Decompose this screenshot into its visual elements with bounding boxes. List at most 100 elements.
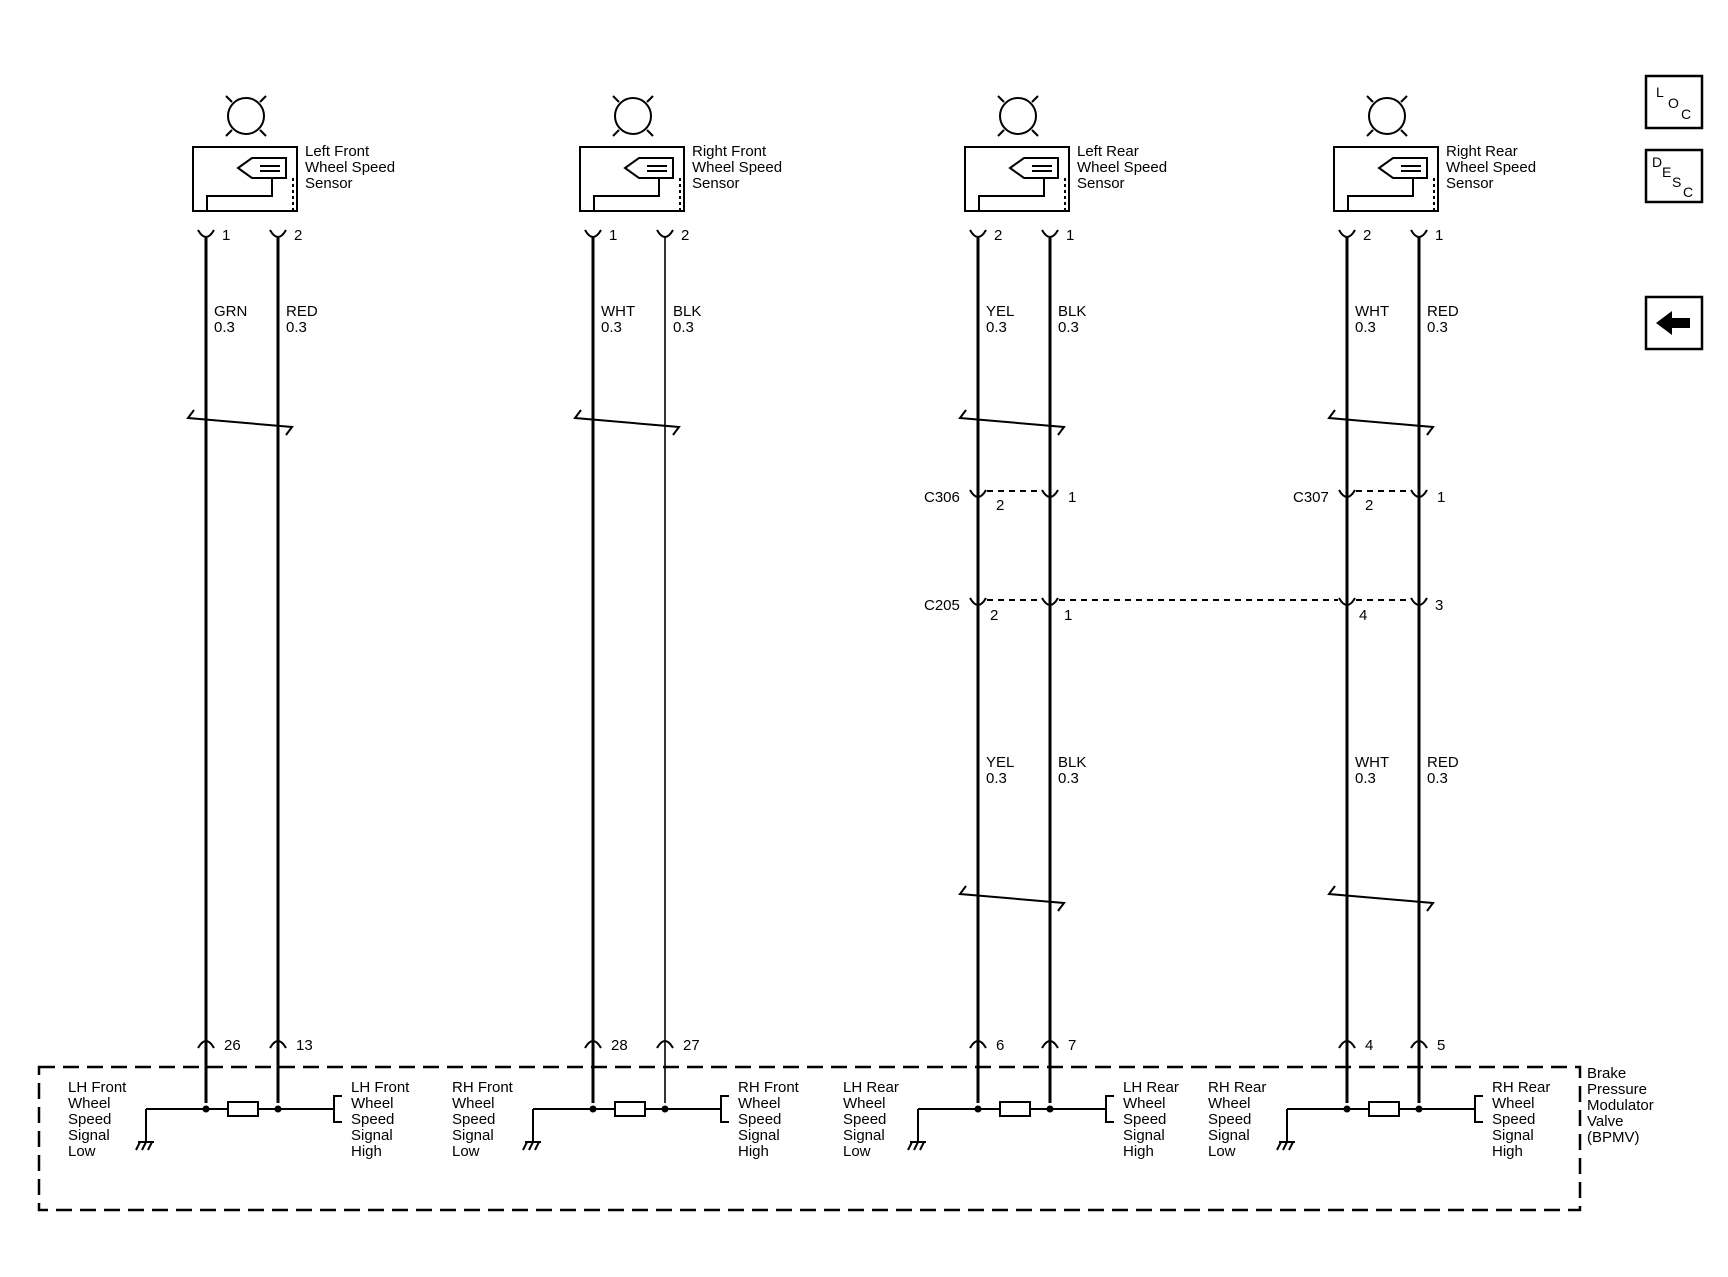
- wire-labels-lower: YEL 0.3 BLK 0.3 WHT 0.3 RED 0.3: [986, 754, 1459, 787]
- sensor-name-line-1: Right Rear: [1446, 143, 1518, 160]
- sensor-name-line-1: Left Front: [305, 143, 370, 160]
- wire-gauge-label: 0.3: [601, 319, 622, 336]
- wire-gauge-label: 0.3: [986, 770, 1007, 787]
- signal-label: Low: [68, 1143, 96, 1160]
- wire-color-label: WHT: [601, 303, 635, 320]
- signal-label: RH Front: [738, 1079, 800, 1096]
- signal-label: Wheel: [68, 1095, 111, 1112]
- module-pin-label: 27: [683, 1037, 700, 1054]
- signal-label: LH Rear: [1123, 1079, 1179, 1096]
- module-name-line: Modulator: [1587, 1097, 1654, 1114]
- wheel-icon: [1366, 95, 1408, 137]
- wire-gauge-label: 0.3: [1355, 770, 1376, 787]
- sensor-name-line-3: Sensor: [1077, 175, 1125, 192]
- signal-label: Low: [452, 1143, 480, 1160]
- module-internal-circuits: [135, 1095, 1483, 1151]
- wheel-icon: [612, 95, 654, 137]
- circuit-lh-rear: [907, 1095, 1114, 1151]
- signal-label: LH Rear: [843, 1079, 899, 1096]
- wire-color-label: RED: [286, 303, 318, 320]
- sensor-element-icon: [206, 157, 294, 211]
- wire-color-label: RED: [1427, 754, 1459, 771]
- left-front-wheel-speed-sensor: Left Front Wheel Speed Sensor 1 2: [192, 95, 395, 244]
- wire-gauge-label: 0.3: [673, 319, 694, 336]
- signal-label: Wheel: [843, 1095, 886, 1112]
- signal-label: Signal: [738, 1127, 780, 1144]
- signal-label: Wheel: [1208, 1095, 1251, 1112]
- wire-gauge-label: 0.3: [1355, 319, 1376, 336]
- connector-name: C205: [924, 597, 960, 614]
- connector-pin-label: 1: [1437, 489, 1445, 506]
- desc-button[interactable]: D E S C: [1644, 148, 1704, 204]
- loc-button[interactable]: L O C: [1644, 74, 1704, 130]
- sensor-name-line-2: Wheel Speed: [305, 159, 395, 176]
- sensor-name-line-1: Right Front: [692, 143, 767, 160]
- module-pin-label: 13: [296, 1037, 313, 1054]
- wire-gauge-label: 0.3: [214, 319, 235, 336]
- connector-name: C307: [1293, 489, 1329, 506]
- signal-label: LH Front: [68, 1079, 127, 1096]
- wire-color-label: YEL: [986, 754, 1014, 771]
- signal-label: Wheel: [1123, 1095, 1166, 1112]
- signal-label: RH Front: [452, 1079, 514, 1096]
- left-rear-wheel-speed-sensor: Left Rear Wheel Speed Sensor 2 1: [964, 95, 1167, 244]
- desc-button-letter: S: [1672, 174, 1681, 190]
- loc-button-letter: O: [1668, 95, 1679, 111]
- wires: [204, 236, 1421, 1103]
- module-pin-label: 26: [224, 1037, 241, 1054]
- sensor-name-line-3: Sensor: [1446, 175, 1494, 192]
- wire-color-label: WHT: [1355, 754, 1389, 771]
- loc-button-letter: C: [1681, 106, 1691, 122]
- signal-label: LH Front: [351, 1079, 410, 1096]
- sensor-name-line-3: Sensor: [305, 175, 353, 192]
- wire-color-label: YEL: [986, 303, 1014, 320]
- signal-label: Speed: [843, 1111, 886, 1128]
- signal-label: Speed: [351, 1111, 394, 1128]
- desc-button-letter: E: [1662, 164, 1671, 180]
- sensor-pin-label: 1: [1435, 227, 1443, 244]
- module-name-line: Brake: [1587, 1065, 1626, 1082]
- wire-color-label: BLK: [1058, 303, 1086, 320]
- connector-pin-label: 3: [1435, 597, 1443, 614]
- loc-button-letter: L: [1656, 84, 1664, 100]
- signal-label: Signal: [452, 1127, 494, 1144]
- signal-label: Signal: [1208, 1127, 1250, 1144]
- module-name-line: Pressure: [1587, 1081, 1647, 1098]
- desc-button-letter: D: [1652, 154, 1662, 170]
- wire-gauge-label: 0.3: [1427, 770, 1448, 787]
- module-pin-label: 28: [611, 1037, 628, 1054]
- sensor-name-line-2: Wheel Speed: [692, 159, 782, 176]
- wire-labels-upper: GRN 0.3 RED 0.3 WHT 0.3 BLK 0.3 YEL 0.3 …: [214, 303, 1459, 336]
- signal-label: Low: [1208, 1143, 1236, 1160]
- sensor-name-line-2: Wheel Speed: [1446, 159, 1536, 176]
- module-pin-label: 6: [996, 1037, 1004, 1054]
- signal-label: Speed: [1123, 1111, 1166, 1128]
- connector-pin-label: 2: [996, 497, 1004, 514]
- signal-label: Speed: [1208, 1111, 1251, 1128]
- sensor-element-icon: [978, 157, 1066, 211]
- wire-gauge-label: 0.3: [1427, 319, 1448, 336]
- wheel-icon: [997, 95, 1039, 137]
- module-name-line: (BPMV): [1587, 1129, 1640, 1146]
- wire-break-symbols: [186, 409, 1435, 912]
- sensor-pin-label: 2: [1363, 227, 1371, 244]
- signal-label: Speed: [1492, 1111, 1535, 1128]
- wire-color-label: GRN: [214, 303, 247, 320]
- signal-label: Speed: [68, 1111, 111, 1128]
- signal-label: High: [738, 1143, 769, 1160]
- sensor-pin-label: 1: [609, 227, 617, 244]
- sensor-pin-label: 2: [994, 227, 1002, 244]
- connector-name: C306: [924, 489, 960, 506]
- sensor-element-icon: [593, 157, 681, 211]
- wire-gauge-label: 0.3: [286, 319, 307, 336]
- signal-label: High: [1492, 1143, 1523, 1160]
- sensor-pin-label: 2: [294, 227, 302, 244]
- signal-label: Speed: [738, 1111, 781, 1128]
- signal-labels-high: LH Front Wheel Speed Signal High RH Fron…: [351, 1079, 1550, 1160]
- connector-c306: C306 2 1: [924, 489, 1076, 514]
- connector-pin-label: 2: [1365, 497, 1373, 514]
- back-button[interactable]: [1644, 295, 1704, 351]
- wire-gauge-label: 0.3: [986, 319, 1007, 336]
- desc-button-letter: C: [1683, 184, 1693, 200]
